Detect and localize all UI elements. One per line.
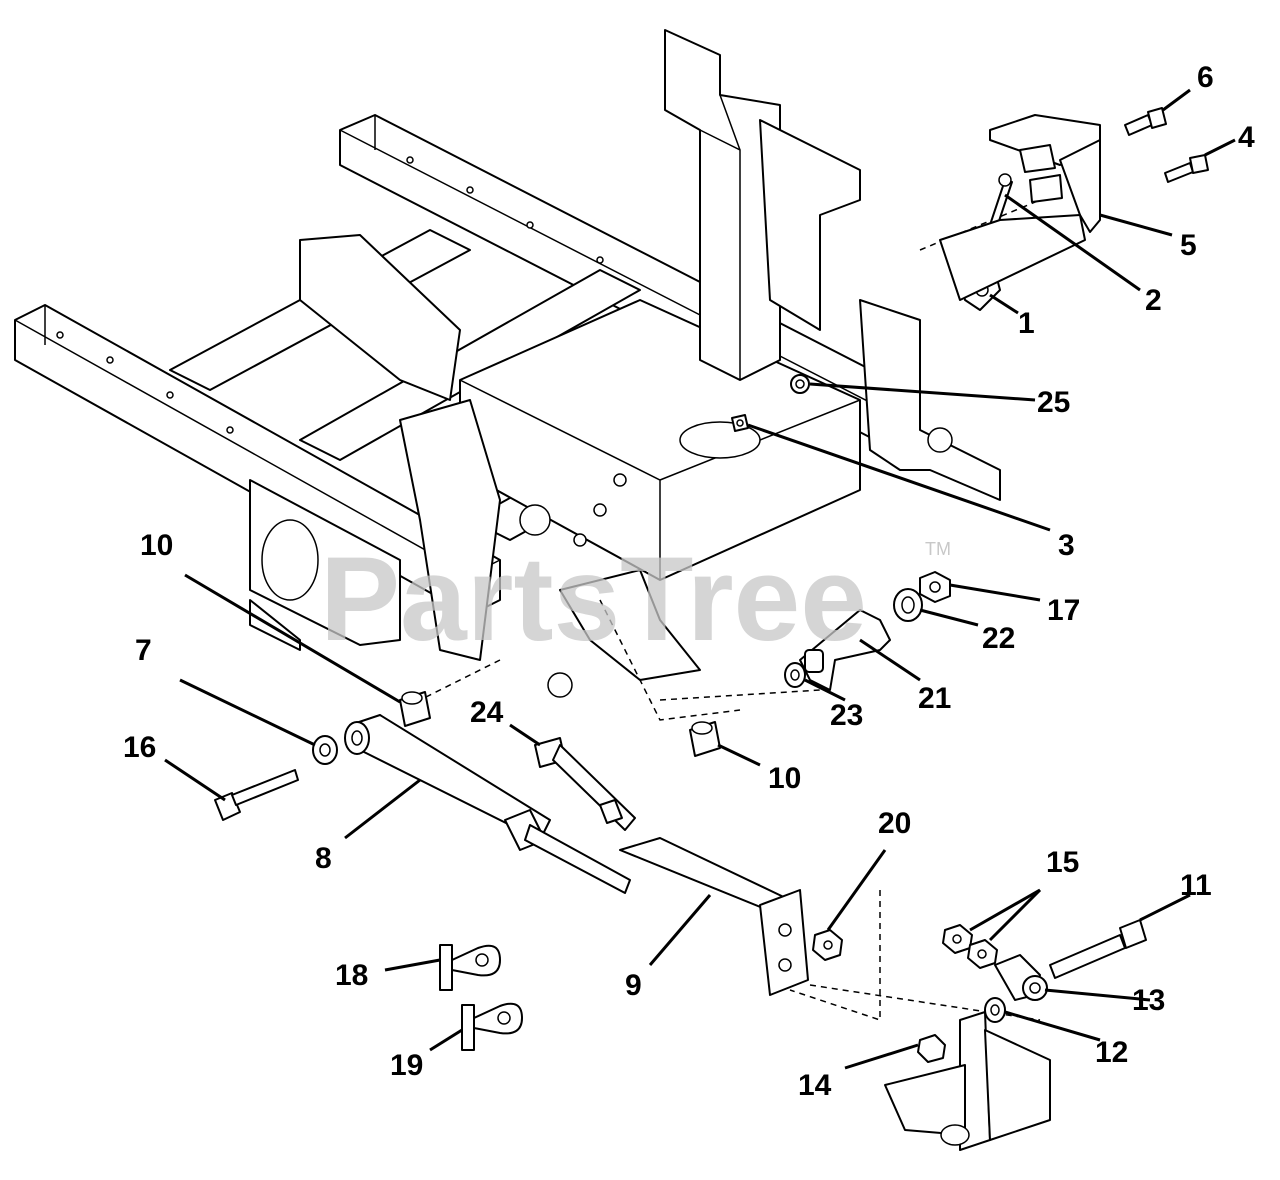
callout-18: 18 — [335, 959, 368, 992]
callout-labels: 1 2 3 4 5 6 7 8 9 10 10 11 12 13 14 15 1… — [123, 61, 1255, 1102]
callout-2: 2 — [1145, 284, 1162, 317]
callout-24: 24 — [470, 696, 504, 729]
callout-15: 15 — [1046, 846, 1079, 879]
callout-16: 16 — [123, 731, 156, 764]
callout-12: 12 — [1095, 1036, 1128, 1069]
callout-8: 8 — [315, 842, 332, 875]
callout-5: 5 — [1180, 229, 1197, 262]
watermark-text: PartsTree — [320, 532, 867, 666]
frame-assembly — [14, 29, 1041, 1022]
callout-17: 17 — [1047, 594, 1080, 627]
watermark: PartsTree TM — [320, 532, 951, 666]
leader-lines — [164, 88, 1236, 1070]
watermark-trademark: TM — [925, 539, 951, 559]
callout-20: 20 — [878, 807, 911, 840]
callout-10-top: 10 — [140, 529, 173, 562]
part-drawings — [214, 107, 1209, 1151]
callout-21: 21 — [918, 682, 951, 715]
callout-10-bottom: 10 — [768, 762, 801, 795]
callout-4: 4 — [1238, 121, 1255, 154]
callout-14: 14 — [798, 1069, 832, 1102]
callout-13: 13 — [1132, 984, 1165, 1017]
callout-9: 9 — [625, 969, 642, 1002]
callout-3: 3 — [1058, 529, 1075, 562]
callout-19: 19 — [390, 1049, 423, 1082]
callout-11: 11 — [1180, 869, 1212, 902]
callout-7: 7 — [135, 634, 152, 667]
callout-6: 6 — [1197, 61, 1214, 94]
callout-22: 22 — [982, 622, 1015, 655]
callout-23: 23 — [830, 699, 863, 732]
callout-25: 25 — [1037, 386, 1070, 419]
callout-1: 1 — [1018, 307, 1035, 340]
